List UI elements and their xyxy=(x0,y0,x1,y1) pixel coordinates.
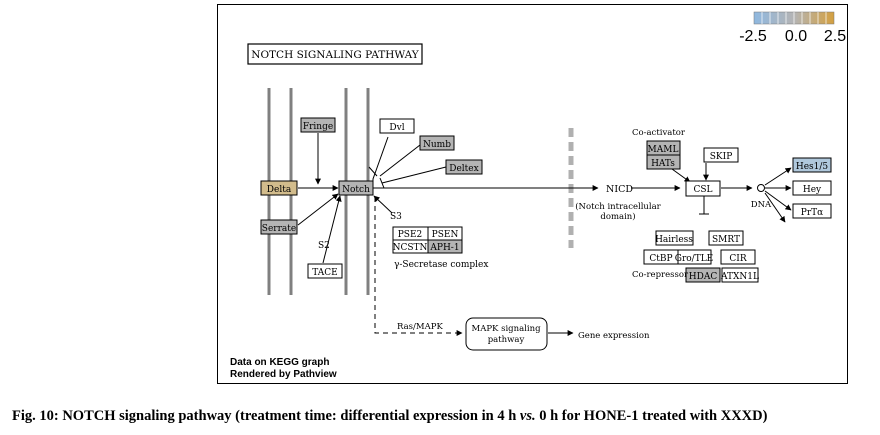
gene-notch-label: Notch xyxy=(342,185,370,195)
label-gene-expression: Gene expression xyxy=(578,331,650,341)
gene-hats-label: HATs xyxy=(651,159,675,169)
gene-aph1[interactable] xyxy=(427,239,463,254)
gene-fringe-label: Fringe xyxy=(303,122,333,132)
gene-cir-label: CIR xyxy=(729,254,746,264)
pathway-title: NOTCH SIGNALING PATHWAY xyxy=(251,49,420,61)
gene-ctbp-label: CtBP xyxy=(649,254,672,264)
gene-deltex[interactable] xyxy=(445,159,483,175)
mapk-pathway-label-2: pathway xyxy=(488,335,525,345)
gene-prtalpha[interactable] xyxy=(792,203,832,219)
gene-delta[interactable] xyxy=(260,180,298,196)
gene-serrate-label: Serrate xyxy=(262,224,296,234)
label-ras-mapk: Ras/MAPK xyxy=(397,322,443,332)
label-dna: DNA xyxy=(751,200,772,210)
mapk-pathway-label-1: MAPK signaling xyxy=(471,324,541,334)
gene-atxn1l[interactable] xyxy=(721,267,759,283)
footer-data-source: Data on KEGG graph xyxy=(230,357,329,368)
mapk-pathway-link[interactable] xyxy=(465,317,548,351)
legend-min-label: -2.5 xyxy=(739,28,767,45)
gene-deltex-label: Deltex xyxy=(449,164,478,174)
footer-rendered-by: Rendered by Pathview xyxy=(230,369,337,380)
gene-csl-label: CSL xyxy=(693,185,712,195)
label-s3: S3 xyxy=(390,212,402,222)
gene-serrate[interactable] xyxy=(260,219,298,235)
caption-prefix: Fig. 10: NOTCH signaling pathway (treatm… xyxy=(12,408,520,424)
gene-cir[interactable] xyxy=(720,249,756,265)
gene-csl[interactable] xyxy=(685,180,721,197)
gene-dvl[interactable] xyxy=(379,118,415,134)
gene-fringe[interactable] xyxy=(300,117,336,133)
gene-atxn1l-label: ATXN1L xyxy=(720,272,759,282)
gene-hes15[interactable] xyxy=(792,157,832,173)
pathway-title-box xyxy=(247,43,423,65)
gene-grotle[interactable] xyxy=(677,249,712,265)
gene-hes15-label: Hes1/5 xyxy=(796,162,829,172)
gene-maml-label: MAML xyxy=(648,145,679,155)
gene-numb-label: Numb xyxy=(423,140,451,150)
caption-vs: vs. xyxy=(519,408,536,424)
gene-tace[interactable] xyxy=(307,263,343,279)
gene-smrt-label: SMRT xyxy=(712,235,740,245)
caption-suffix: 0 h for HONE-1 treated with XXXD) xyxy=(535,408,768,424)
label-coactivator: Co-activator xyxy=(632,128,686,138)
gene-pse2-label: PSE2 xyxy=(398,230,423,240)
gene-hairless-label: Hairless xyxy=(655,235,693,245)
legend-mid-label: 0.0 xyxy=(785,28,807,45)
gene-skip[interactable] xyxy=(703,147,739,163)
gene-grotle-label: Gro/TLE xyxy=(675,254,714,264)
label-nicd-desc-1: (Notch intracellular xyxy=(575,201,661,212)
label-nicd-desc-2: domain) xyxy=(600,211,635,222)
gene-numb[interactable] xyxy=(419,135,455,151)
label-s2: S2 xyxy=(318,241,330,251)
figure-caption: Fig. 10: NOTCH signaling pathway (treatm… xyxy=(12,408,880,425)
gene-tace-label: TACE xyxy=(312,268,337,278)
gene-ncstn-label: NCSTN xyxy=(393,243,428,253)
gene-delta-label: Delta xyxy=(267,185,292,195)
pathway-diagram: -2.5 0.0 2.5 NOTCH SIGNALING PATHWAY xyxy=(230,11,846,380)
gene-prtalpha-label: PrTα xyxy=(801,208,823,218)
label-nicd: NICD xyxy=(606,184,633,195)
label-corepressor: Co-repressor xyxy=(632,270,689,280)
gene-psen-label: PSEN xyxy=(432,230,459,240)
gene-notch[interactable] xyxy=(338,180,374,196)
gene-aph1-label: APH-1 xyxy=(429,243,459,253)
gene-hdac-label: HDAC xyxy=(689,272,718,282)
gene-dvl-label: Dvl xyxy=(389,123,404,133)
gene-hdac[interactable] xyxy=(685,267,721,283)
dna-node xyxy=(757,184,765,192)
gene-hairless[interactable] xyxy=(655,230,694,246)
legend-max-label: 2.5 xyxy=(824,28,846,45)
label-gamma-secretase: γ-Secretase complex xyxy=(394,260,488,270)
gene-hey[interactable] xyxy=(792,180,832,196)
gene-smrt[interactable] xyxy=(708,230,744,246)
gene-hey-label: Hey xyxy=(803,185,822,195)
gene-hats[interactable] xyxy=(646,154,681,170)
color-legend: -2.5 0.0 2.5 xyxy=(739,11,846,45)
gene-skip-label: SKIP xyxy=(710,152,733,162)
